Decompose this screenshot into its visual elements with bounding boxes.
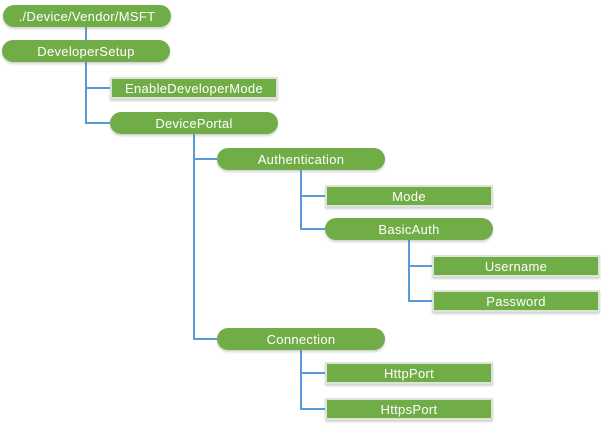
node-password: Password [432, 290, 600, 312]
connector-branch-authentication [193, 158, 217, 160]
node-enabledevelopermode: EnableDeveloperMode [110, 77, 278, 99]
connector-deviceportal-trunk [193, 134, 195, 340]
node-basicauth: BasicAuth [325, 218, 493, 240]
connector-branch-connection [193, 338, 217, 340]
connector-authentication-trunk [300, 170, 302, 230]
node-username: Username [432, 255, 600, 277]
connector-branch-deviceportal [85, 122, 110, 124]
connector-developersetup-trunk [85, 62, 87, 124]
connector-branch-mode [300, 195, 325, 197]
connector-branch-enabledevelopermode [85, 87, 110, 89]
node-device-vendor-msft: ./Device/Vendor/MSFT [3, 5, 171, 27]
connector-branch-httpport [300, 372, 325, 374]
connector-branch-httpsport [300, 408, 325, 410]
node-httpport: HttpPort [325, 362, 493, 384]
node-mode: Mode [325, 185, 493, 207]
node-authentication: Authentication [217, 148, 385, 170]
connector-basicauth-trunk [408, 240, 410, 302]
connector-branch-username [408, 265, 432, 267]
node-deviceportal: DevicePortal [110, 112, 278, 134]
connector-root-developersetup [85, 27, 87, 40]
node-connection: Connection [217, 328, 385, 350]
node-httpsport: HttpsPort [325, 398, 493, 420]
connector-connection-trunk [300, 350, 302, 410]
node-developersetup: DeveloperSetup [2, 40, 170, 62]
connector-branch-password [408, 300, 432, 302]
connector-branch-basicauth [300, 228, 325, 230]
